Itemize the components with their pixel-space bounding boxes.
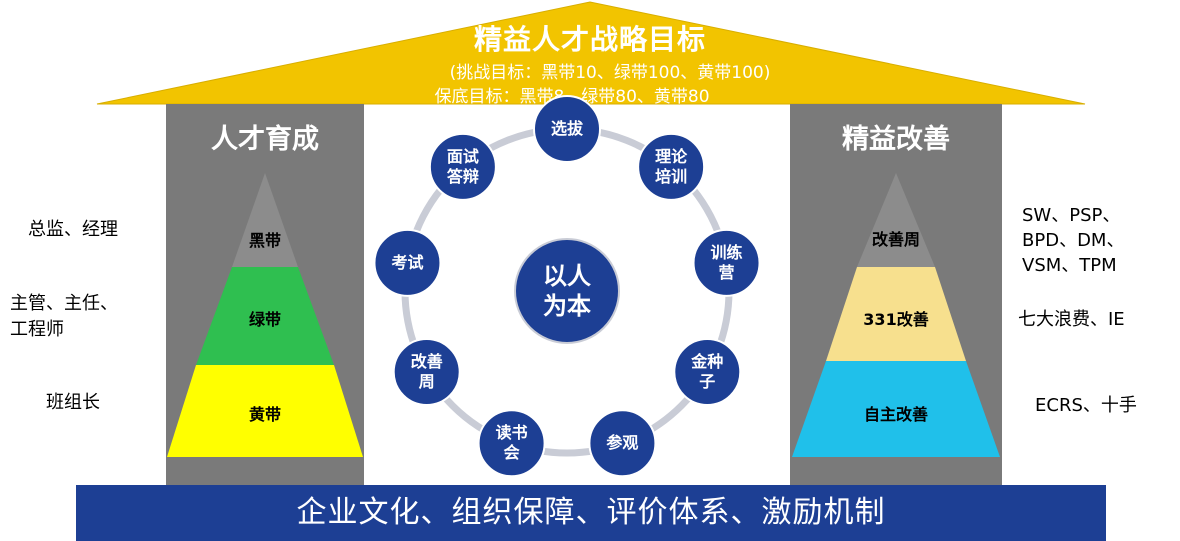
challenge-target: (挑战目标：黑带10、绿带100、黄带100) xyxy=(449,63,771,83)
cycle-node-label-kaizen-week: 改善 周 xyxy=(410,352,443,391)
pyramid-level-green-belt xyxy=(196,267,334,365)
cycle-node-label-training-camp: 训练 营 xyxy=(710,242,743,282)
cycle-node-selection xyxy=(533,95,601,163)
cycle-node-reading-club xyxy=(477,409,546,478)
cycle-node-kaizen-week xyxy=(392,338,461,406)
talent-pyramid xyxy=(167,173,363,457)
roof-shape xyxy=(96,1,1086,105)
tools-ecrs: ECRS、十手 xyxy=(1035,395,1137,416)
pyramid-label-331: 331改善 xyxy=(863,310,929,329)
left-pillar-title: 人才育成 xyxy=(211,124,319,155)
talent-cycle xyxy=(373,95,761,478)
cycle-node-exam xyxy=(373,228,442,297)
pyramid-level-black-belt xyxy=(232,173,298,267)
pyramid-level-autonomous xyxy=(792,361,1000,457)
strategy-title: 精益人才战略目标 xyxy=(473,23,706,56)
hub-label: 以人 为本 xyxy=(543,262,591,320)
pyramid-label-black-belt: 黑带 xyxy=(248,231,281,250)
cycle-node-label-theory-training: 理论 培训 xyxy=(655,146,688,186)
pyramid-label-green-belt: 绿带 xyxy=(248,310,281,329)
tools-sw-psp: SW、PSP、 BPD、DM、 VSM、TPM xyxy=(1022,205,1125,276)
cycle-node-visit xyxy=(588,409,657,478)
cycle-node-label-reading-club: 读书 会 xyxy=(495,423,528,463)
pyramid-level-kaizen-week xyxy=(857,173,935,267)
improvement-pyramid xyxy=(792,173,1000,457)
cycle-node-label-exam: 考试 xyxy=(391,252,424,272)
foundation-bar: 企业文化、组织保障、评价体系、激励机制 xyxy=(76,485,1106,541)
role-team-leader: 班组长 xyxy=(46,392,100,413)
cycle-node-label-selection: 选拔 xyxy=(550,119,583,138)
cycle-node-training-camp xyxy=(692,228,761,297)
hub-circle xyxy=(514,238,620,344)
role-director-manager: 总监、经理 xyxy=(28,219,118,240)
cycle-node-label-golden-seed: 金种 子 xyxy=(691,352,724,391)
cycle-node-label-visit: 参观 xyxy=(606,433,639,453)
pyramid-label-yellow-belt: 黄带 xyxy=(248,405,281,424)
roof xyxy=(96,1,1086,105)
tools-seven-wastes: 七大浪费、IE xyxy=(1018,309,1125,330)
pyramid-label-kaizen-week: 改善周 xyxy=(871,230,920,249)
cycle-node-theory-training xyxy=(637,132,706,201)
cycle-node-label-interview-defense: 面试 答辩 xyxy=(446,146,479,186)
right-pillar-title: 精益改善 xyxy=(842,124,950,155)
pyramid-level-yellow-belt xyxy=(167,365,363,457)
pyramid-label-autonomous: 自主改善 xyxy=(863,405,928,424)
cycle-node-interview-defense xyxy=(428,132,497,201)
role-supervisor-engineer: 主管、主任、 工程师 xyxy=(10,293,118,340)
pyramid-level-331 xyxy=(826,267,966,361)
cycle-node-golden-seed xyxy=(673,338,742,406)
